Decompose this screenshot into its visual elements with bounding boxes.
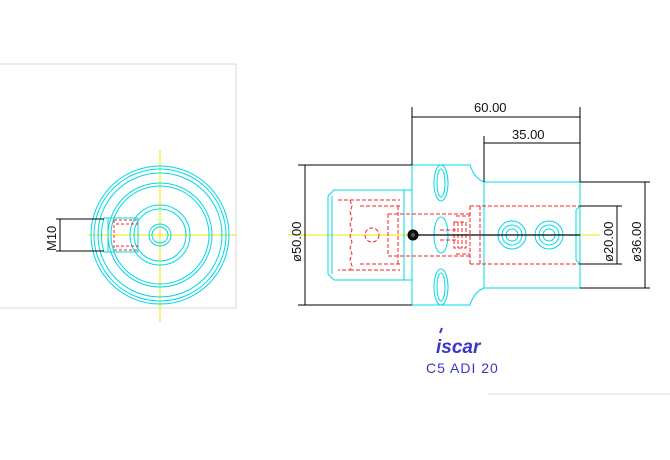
end-view-centerlines — [88, 150, 236, 322]
bore-diameter-label: ø20.00 — [601, 222, 616, 262]
overall-length-label: 60.00 — [474, 100, 507, 115]
sheet-border — [0, 63, 670, 395]
shank-diameter-label: ø36.00 — [629, 222, 644, 262]
end-view-hidden-thread — [113, 219, 138, 251]
side-view-dimensions — [298, 107, 650, 306]
thread-dimension — [56, 218, 104, 252]
thread-label: M10 — [44, 226, 59, 251]
part-code: C5 ADI 20 — [426, 360, 499, 376]
side-view-hidden-lines — [338, 199, 580, 271]
title-block: iscar C5 ADI 20 — [426, 327, 499, 376]
side-view: 60.00 35.00 ø50.00 ø20.00 ø36.00 — [288, 100, 650, 306]
brand-logo: iscar — [436, 337, 482, 358]
shank-length-label: 35.00 — [512, 127, 545, 142]
end-view: M10 — [44, 150, 236, 322]
flange-diameter-label: ø50.00 — [289, 222, 304, 262]
end-view-outline — [90, 165, 230, 305]
